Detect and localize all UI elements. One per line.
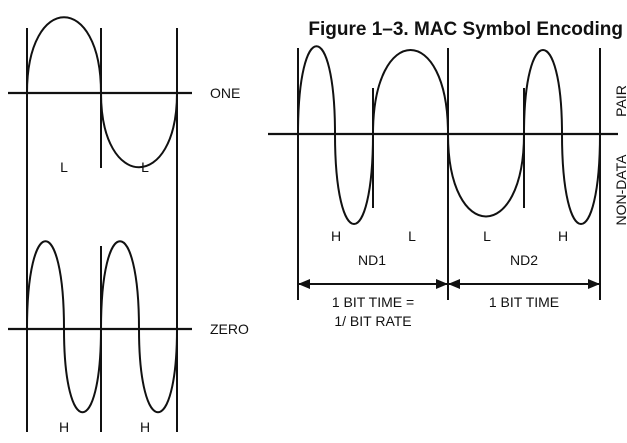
zero-half-label-2: H — [140, 419, 150, 435]
zero-waveform — [26, 240, 178, 413]
zero-label: ZERO — [210, 321, 249, 337]
zero-half-label-1: H — [59, 419, 69, 435]
side-label-non-data: NON-DATA — [613, 154, 627, 226]
one-label: ONE — [210, 85, 240, 101]
pair-half-label-2: L — [408, 228, 416, 244]
pair-half-label-1: H — [331, 228, 341, 244]
non-data-pair-panel: H L L H ND1 ND2 1 BIT TIME = 1/ BIT RATE… — [268, 45, 627, 329]
symbol-label-nd1: ND1 — [358, 252, 386, 268]
figure-title: Figure 1–3. MAC Symbol Encoding — [308, 19, 623, 40]
one-half-label-2: L — [141, 159, 149, 175]
one-waveform-panel: L L ONE — [8, 16, 240, 432]
side-label-pair: PAIR — [613, 85, 627, 117]
one-half-label-1: L — [60, 159, 68, 175]
bit-time-label-1-line-2: 1/ BIT RATE — [334, 313, 411, 329]
zero-waveform-panel: H H ZERO — [8, 240, 249, 435]
bit-time-label-1-line-1: 1 BIT TIME = — [332, 294, 414, 310]
non-data-waveform — [297, 45, 601, 225]
symbol-label-nd2: ND2 — [510, 252, 538, 268]
pair-half-label-3: L — [483, 228, 491, 244]
bit-time-label-2: 1 BIT TIME — [489, 294, 559, 310]
pair-half-label-4: H — [558, 228, 568, 244]
one-waveform — [26, 16, 178, 168]
